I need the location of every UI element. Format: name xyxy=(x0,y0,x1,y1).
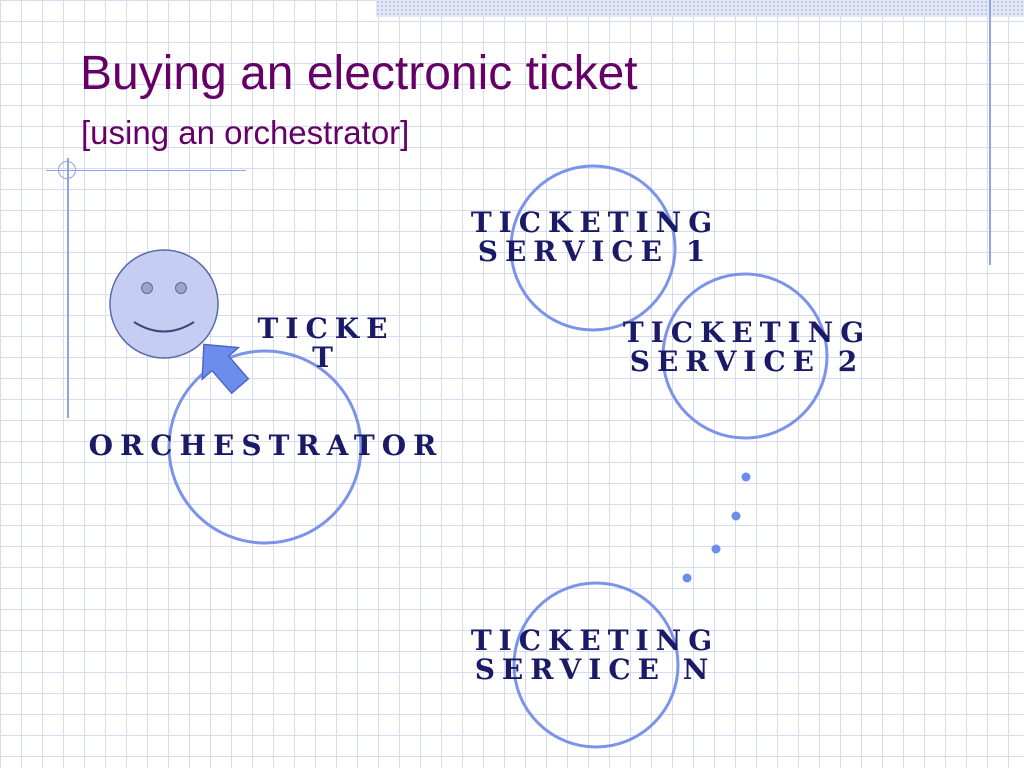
ticketing-service-1-line2: Service 1 xyxy=(477,235,713,269)
slide-title: Buying an electronic ticket xyxy=(80,47,638,100)
ticketing-service-n-label: Ticketing Service N xyxy=(440,626,750,685)
header-band xyxy=(376,0,1024,17)
ticketing-service-n-line2: Service N xyxy=(474,653,716,687)
orchestrator-circle[interactable] xyxy=(167,349,363,545)
ticketing-service-1-label: Ticketing Service 1 xyxy=(440,208,750,267)
ticket-label-line1: Ticke xyxy=(257,312,395,345)
decorative-rule-left xyxy=(67,158,69,418)
ticketing-service-2-line1: Ticketing xyxy=(622,316,872,349)
ellipsis-dot-2 xyxy=(731,511,741,521)
ticket-label-line2: t xyxy=(312,341,340,375)
ticketing-service-2-circle[interactable] xyxy=(661,272,829,440)
ticketing-service-2-label: Ticketing Service 2 xyxy=(592,318,902,377)
smiley-face-icon xyxy=(109,249,219,359)
ticketing-service-1-circle[interactable] xyxy=(509,164,677,332)
ellipsis-dot-4 xyxy=(682,573,692,583)
ticketing-service-n-line1: Ticketing xyxy=(470,624,720,657)
ticketing-service-1-line1: Ticketing xyxy=(470,206,720,239)
orchestrator-label: Orchestrator xyxy=(88,429,444,462)
decorative-ring xyxy=(58,161,76,179)
slide-subtitle: [using an orchestrator] xyxy=(81,114,410,151)
ticketing-service-n-circle[interactable] xyxy=(512,581,680,749)
decorative-rule-right xyxy=(989,0,991,265)
ellipsis-dot-1 xyxy=(741,472,751,482)
ellipsis-dot-3 xyxy=(711,544,721,554)
ticketing-service-2-line2: Service 2 xyxy=(629,345,865,379)
up-left-arrow-icon xyxy=(201,343,250,395)
ticket-label: Ticke t xyxy=(236,314,416,373)
decorative-rule-horizontal xyxy=(46,170,246,171)
